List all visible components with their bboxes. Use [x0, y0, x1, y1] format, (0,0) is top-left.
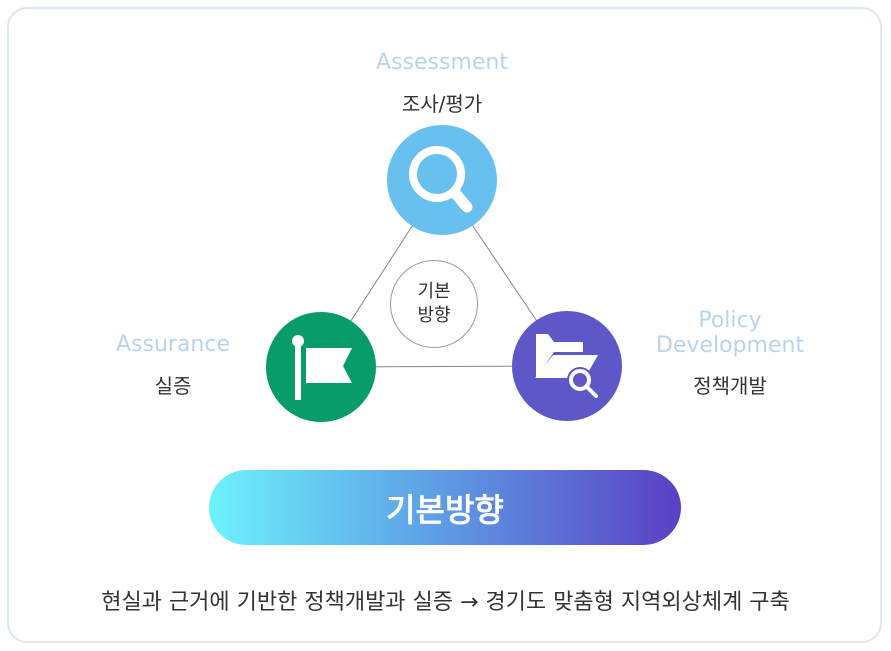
- flag-icon: [292, 335, 352, 400]
- policy-ko-label: 정책개발: [693, 374, 767, 398]
- diagram-card: [7, 7, 882, 643]
- center-circle: 기본 방향: [390, 260, 478, 348]
- assurance-ko-label: 실증: [154, 374, 192, 398]
- banner-label: 기본방향: [386, 490, 504, 529]
- center-line-1: 기본: [417, 281, 451, 302]
- assessment-en-label: Assessment: [376, 50, 508, 75]
- assurance-en-label: Assurance: [115, 332, 231, 357]
- basic-direction-banner: 기본방향: [209, 470, 681, 545]
- folder-search-icon: [535, 334, 598, 398]
- policy-en-label-1: Policy: [698, 308, 762, 333]
- summary-text: 현실과 근거에 기반한 정책개발과 실증 → 경기도 맞춤형 지역외상체계 구축: [101, 590, 790, 615]
- center-line-2: 방향: [417, 305, 451, 326]
- policy-en-label-2: Development: [655, 333, 805, 358]
- assessment-circle: [387, 125, 497, 235]
- assessment-ko-label: 조사/평가: [401, 92, 483, 116]
- magnifier-icon: [409, 146, 473, 213]
